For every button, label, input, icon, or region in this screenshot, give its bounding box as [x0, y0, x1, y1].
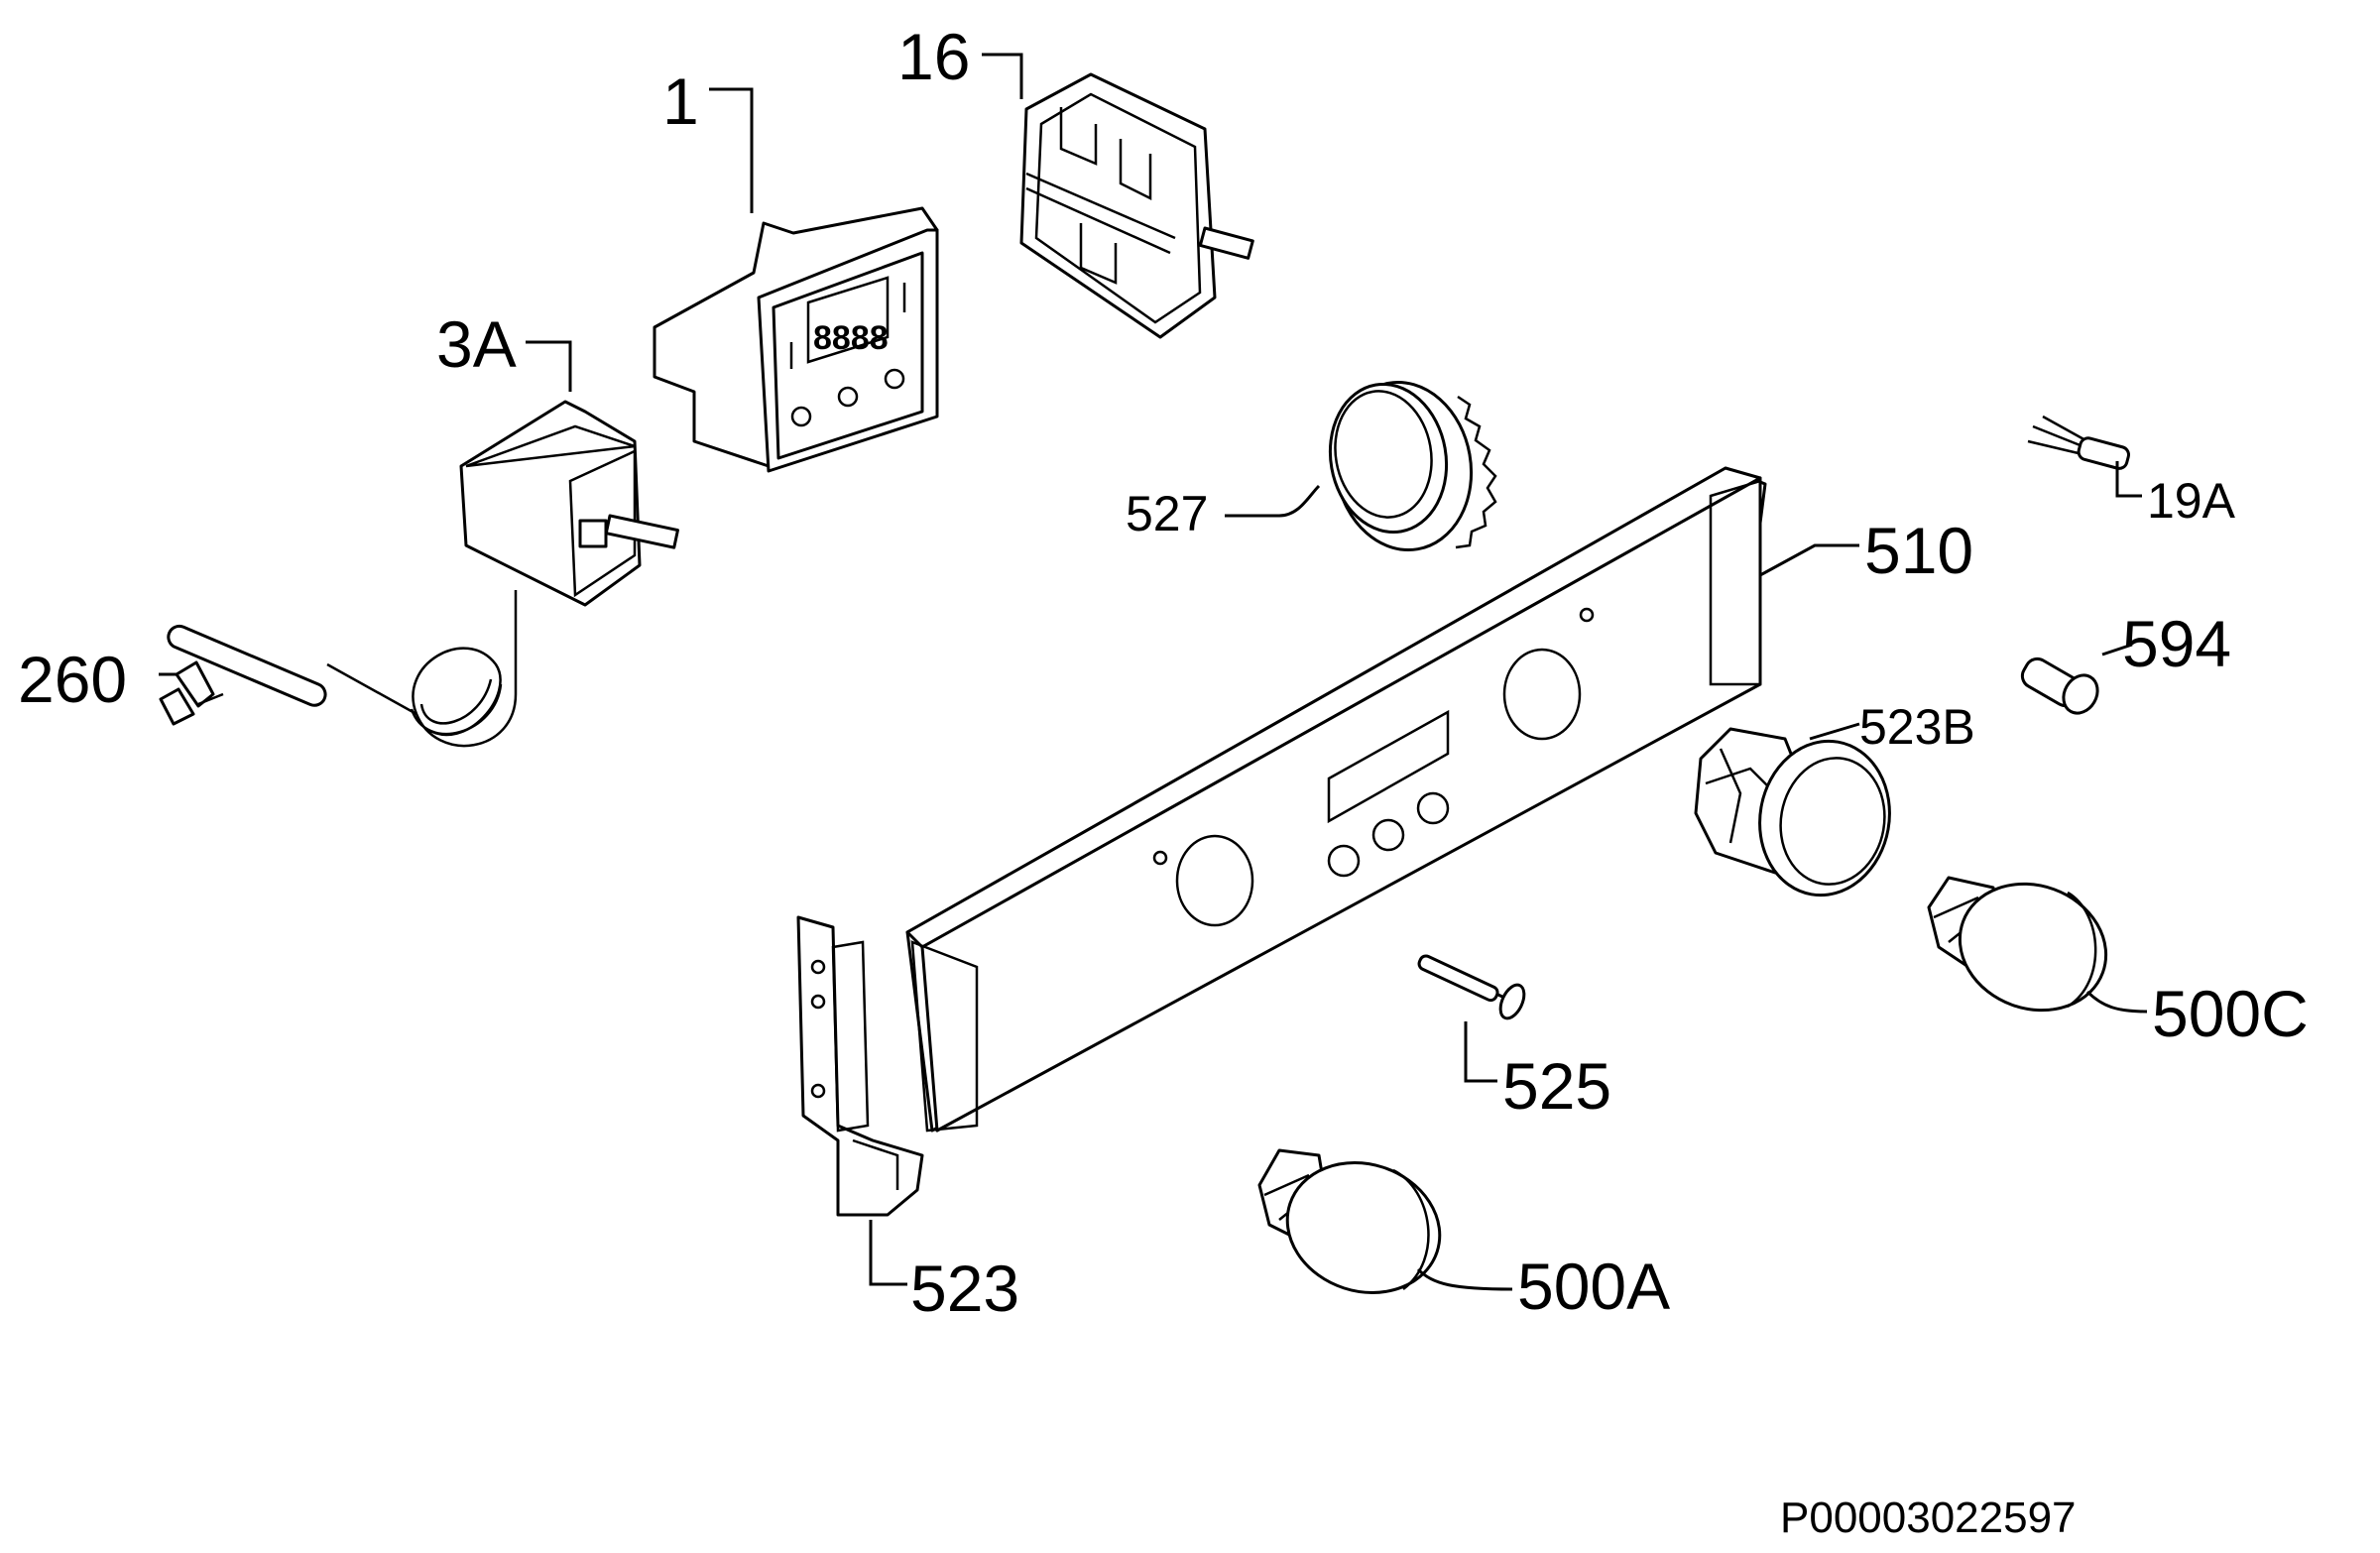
label-part-594: 594: [2122, 607, 2231, 680]
display-digits: 8888: [813, 319, 889, 357]
label-part-527: 527: [1126, 486, 1208, 541]
part-510-control-panel: [905, 466, 1767, 1133]
part-594-pilot-lamp: [2020, 657, 2099, 715]
label-part-523: 523: [910, 1252, 1019, 1325]
label-part-500c: 500C: [2152, 977, 2309, 1050]
part-523b-knob-bezel: [1694, 727, 1891, 897]
part-3a-thermostat: [167, 400, 679, 748]
label-part-500a: 500A: [1517, 1250, 1670, 1323]
part-19a-lamp: [2027, 415, 2130, 470]
part-260-clip: [159, 660, 224, 726]
label-part-16: 16: [897, 20, 970, 93]
part-500a-knob: [1257, 1148, 1442, 1294]
drawing-reference-number: P00003022597: [1780, 1493, 2077, 1542]
part-525-push-rod: [1417, 954, 1526, 1020]
label-part-510: 510: [1864, 514, 1973, 587]
label-part-3a: 3A: [436, 307, 517, 381]
label-part-525: 525: [1502, 1049, 1611, 1123]
part-16-selector-switch: [1019, 72, 1254, 339]
label-part-523b: 523B: [1859, 699, 1975, 755]
label-part-260: 260: [18, 643, 127, 716]
part-527-gear-ring: [1328, 380, 1497, 552]
part-523-side-bracket: [796, 915, 924, 1217]
part-1-timer-module: 8888: [653, 206, 939, 473]
part-500c-knob: [1927, 876, 2108, 1013]
label-part-1: 1: [662, 64, 699, 138]
label-part-19a: 19A: [2147, 473, 2236, 529]
